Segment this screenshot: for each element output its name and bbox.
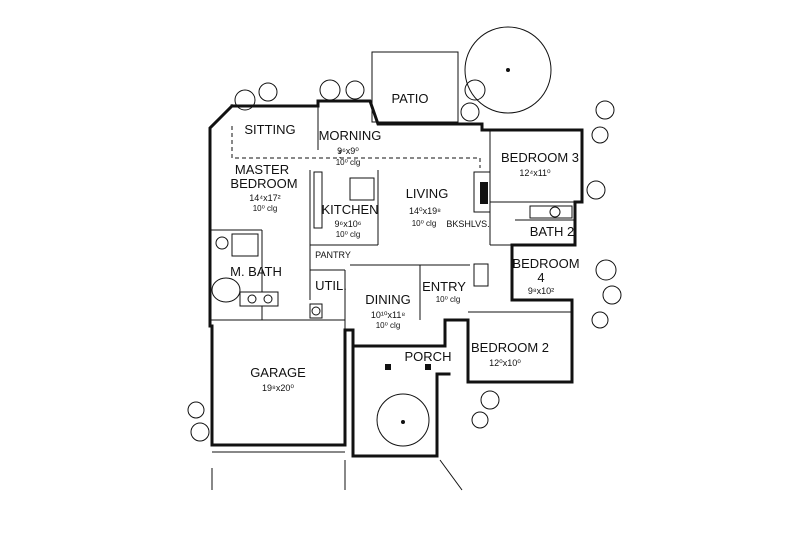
garage-dim: 19⁸x20⁰ — [262, 383, 294, 393]
bedroom2-label: BEDROOM 2 — [471, 340, 549, 355]
bedroom4-label-2: 4 — [537, 270, 544, 285]
garage-door — [211, 451, 346, 490]
fixtures — [211, 171, 573, 491]
toilet-icon — [549, 206, 561, 218]
dining-ceiling: 10⁰ clg — [376, 321, 401, 330]
kitchen-label: KITCHEN — [321, 202, 378, 217]
dining-dim: 10¹⁰x11⁸ — [371, 310, 405, 320]
fountain-center-icon — [401, 420, 405, 424]
water-heater-icon — [311, 306, 321, 316]
shower — [231, 233, 259, 257]
master-label-1: MASTER — [235, 162, 289, 177]
bkshlvs-label: BKSHLVS. — [446, 219, 489, 229]
master-dim: 14⁴x17² — [249, 193, 280, 203]
bathtub — [211, 277, 241, 303]
master-label-2: BEDROOM — [230, 176, 297, 191]
bedroom2-dim: 12⁰x10⁰ — [489, 358, 521, 368]
exterior-walls — [208, 99, 584, 458]
tree-trunk-icon — [506, 68, 510, 72]
util-label: UTIL. — [315, 278, 347, 293]
ceiling-lines — [231, 126, 481, 168]
toilet-icon — [215, 236, 229, 250]
fountain — [376, 393, 430, 447]
porch-label: PORCH — [405, 349, 452, 364]
bath2-label: BATH 2 — [530, 224, 575, 239]
porch-column — [385, 364, 391, 370]
bedroom4-label-1: BEDROOM — [512, 256, 579, 271]
sink-icon — [263, 294, 273, 304]
kitchen-dim: 9⁶x10⁶ — [335, 219, 362, 229]
garage-label: GARAGE — [250, 365, 306, 380]
interior-walls — [210, 106, 575, 330]
patio — [371, 51, 459, 123]
morning-ceiling: 10⁰ clg — [336, 158, 361, 167]
living-dim: 14⁰x19⁸ — [409, 206, 441, 216]
sink-icon — [247, 294, 257, 304]
living-label: LIVING — [406, 186, 449, 201]
kitchen-island — [349, 177, 375, 201]
patio-label: PATIO — [391, 91, 428, 106]
kitchen-counter — [313, 171, 323, 229]
pantry-label: PANTRY — [315, 250, 351, 260]
dining-label: DINING — [365, 292, 411, 307]
mbath-label: M. BATH — [230, 264, 282, 279]
sitting-label: SITTING — [244, 122, 295, 137]
entry-label: ENTRY — [422, 279, 466, 294]
bedroom4-dim: 9⁸x10² — [528, 286, 554, 296]
bedroom3-dim: 12⁴x11⁰ — [519, 168, 551, 178]
living-ceiling: 10⁰ clg — [412, 219, 437, 228]
entry-ceiling: 10⁰ clg — [436, 295, 461, 304]
master-ceiling: 10⁰ clg — [253, 204, 278, 213]
morning-label: MORNING — [319, 128, 382, 143]
tree-canopy-icon — [464, 26, 552, 114]
closet — [473, 263, 489, 287]
chimney — [480, 182, 488, 204]
porch-column — [425, 364, 431, 370]
morning-dim: 9⁶x9⁰ — [337, 146, 359, 156]
kitchen-ceiling: 10⁰ clg — [336, 230, 361, 239]
bedroom3-label: BEDROOM 3 — [501, 150, 579, 165]
